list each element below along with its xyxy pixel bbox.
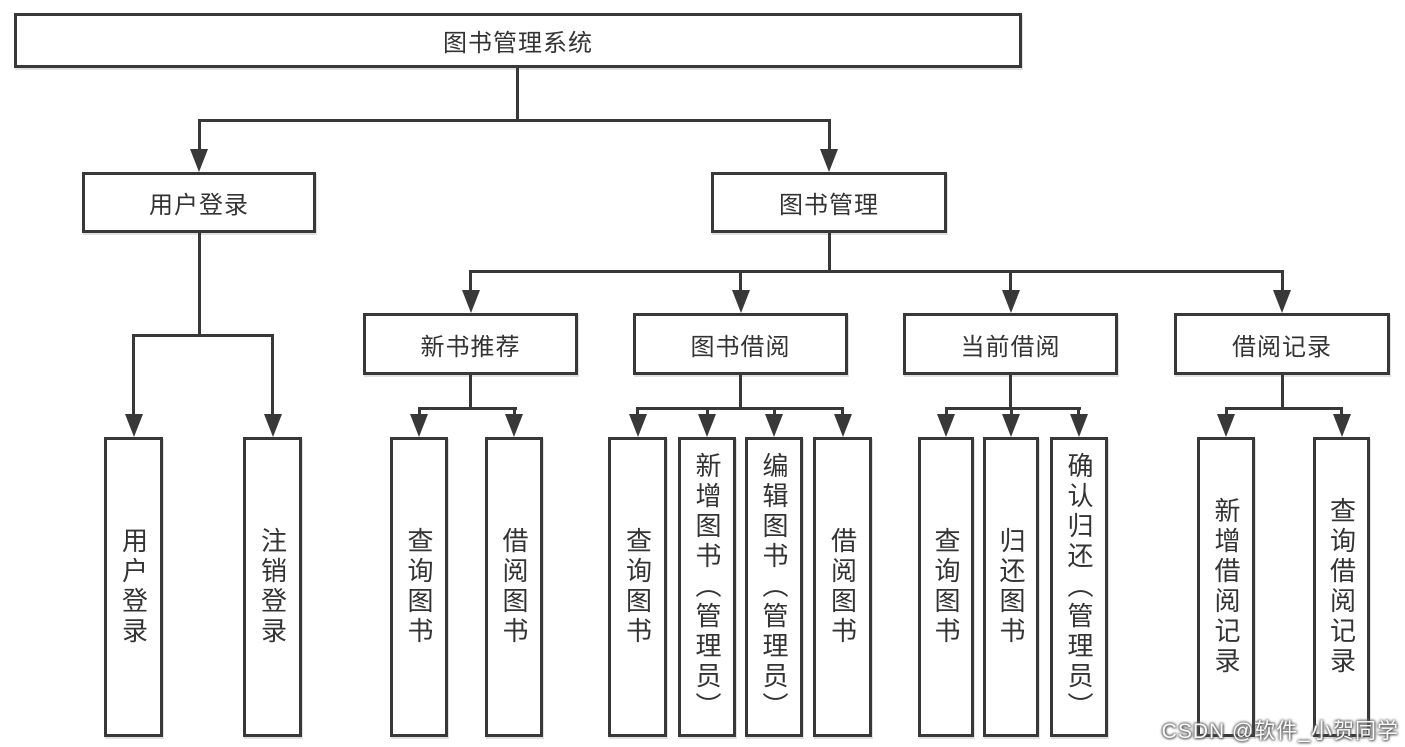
arrow-down-icon [820, 149, 838, 172]
arrow-down-icon [1001, 290, 1020, 313]
node-label: 用户登录 [118, 527, 149, 647]
leaf-query-books-current: 查询图书 [918, 437, 974, 737]
leaf-add-books-admin: 新增图书（管理员） [678, 437, 736, 737]
node-label: 查询借阅记录 [1326, 497, 1357, 677]
node-label: 编辑图书（管理员） [759, 452, 789, 722]
arrow-down-icon [937, 414, 955, 437]
node-label: 查询图书 [622, 527, 653, 647]
connector-line [739, 375, 742, 410]
node-user-login: 用户登录 [82, 172, 316, 233]
node-label: 当前借阅 [960, 333, 1061, 361]
connector-line [197, 119, 831, 122]
node-label: 新书推荐 [420, 333, 521, 361]
node-label: 借阅图书 [827, 527, 858, 647]
connector-line [197, 233, 201, 336]
connector-line [1280, 270, 1284, 293]
leaf-query-books-borrowing: 查询图书 [608, 437, 667, 737]
node-library-management-system: 图书管理系统 [14, 13, 1022, 68]
arrow-down-icon [1002, 414, 1020, 437]
arrow-down-icon [410, 414, 428, 437]
leaf-query-borrow-record: 查询借阅记录 [1313, 437, 1370, 737]
node-label: 图书管理 [779, 192, 879, 219]
node-label: 图书借阅 [690, 333, 791, 361]
node-label: 借阅图书 [499, 527, 529, 647]
connector-line [944, 407, 1081, 410]
connector-line [468, 270, 472, 293]
node-label: 图书管理系统 [443, 30, 593, 57]
arrow-down-icon [263, 414, 282, 437]
arrow-down-icon [124, 414, 143, 437]
csdn-watermark: CSDN @软件_小贺同学 [1161, 720, 1399, 743]
connector-line [636, 407, 844, 410]
leaf-borrow-books-recommend: 借阅图书 [485, 437, 543, 737]
connector-line [515, 68, 519, 121]
leaf-edit-books-admin: 编辑图书（管理员） [745, 437, 803, 737]
node-label: 借阅记录 [1232, 333, 1332, 361]
leaf-borrow-books-borrowing: 借阅图书 [813, 437, 872, 737]
node-book-management: 图书管理 [711, 172, 947, 233]
arrow-down-icon [190, 149, 208, 172]
leaf-user-login-action: 用户登录 [104, 437, 163, 737]
node-label: 注销登录 [257, 527, 288, 647]
node-label: 新增借阅记录 [1211, 497, 1241, 677]
connector-line [417, 407, 517, 410]
arrow-down-icon [833, 414, 852, 437]
node-borrowing-records: 借阅记录 [1174, 313, 1390, 375]
leaf-logout-action: 注销登录 [243, 437, 302, 737]
arrow-down-icon [1217, 414, 1235, 437]
node-label: 新增图书（管理员） [692, 452, 722, 722]
arrow-down-icon [731, 290, 750, 313]
connector-line [1280, 375, 1284, 410]
connector-line [827, 119, 831, 152]
arrow-down-icon [698, 414, 716, 437]
arrow-down-icon [765, 414, 783, 437]
arrow-down-icon [505, 414, 523, 437]
node-label: 查询图书 [931, 527, 961, 647]
arrow-down-icon [461, 290, 480, 313]
arrow-down-icon [1069, 414, 1088, 437]
leaf-add-borrow-record: 新增借阅记录 [1197, 437, 1255, 737]
connector-line [132, 334, 274, 337]
connector-line [739, 270, 742, 293]
connector-line [271, 334, 274, 417]
arrow-down-icon [628, 414, 647, 437]
node-label: 查询图书 [404, 527, 434, 647]
arrow-down-icon [1332, 414, 1351, 437]
node-current-borrowing: 当前借阅 [903, 313, 1118, 375]
node-new-book-recommend: 新书推荐 [363, 313, 578, 375]
arrow-down-icon [1273, 290, 1291, 313]
connector-line [197, 119, 201, 152]
node-book-borrowing: 图书借阅 [633, 313, 848, 375]
node-label: 确认归还（管理员） [1064, 452, 1094, 722]
connector-line [1224, 407, 1342, 410]
connector-line [469, 375, 472, 410]
connector-line [132, 334, 135, 417]
connector-line [1009, 270, 1012, 293]
node-label: 归还图书 [996, 527, 1026, 647]
leaf-return-books: 归还图书 [983, 437, 1039, 737]
node-label: 用户登录 [149, 192, 249, 219]
connector-line [468, 270, 1284, 273]
leaf-query-books-recommend: 查询图书 [390, 437, 448, 737]
connector-line [827, 233, 831, 273]
connector-line [1009, 375, 1012, 410]
leaf-confirm-return-admin: 确认归还（管理员） [1050, 437, 1108, 737]
